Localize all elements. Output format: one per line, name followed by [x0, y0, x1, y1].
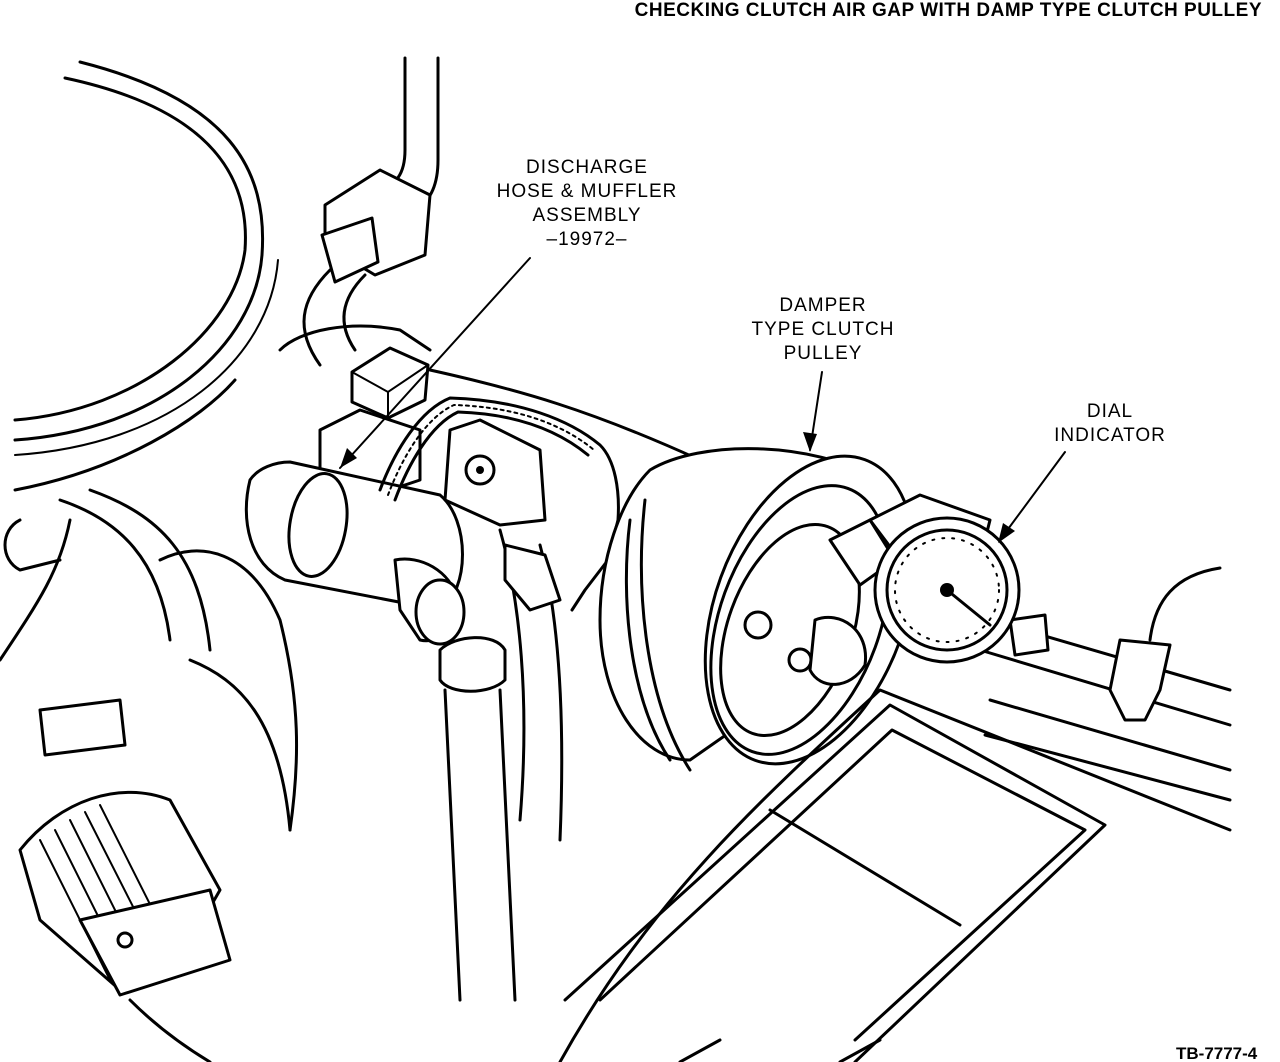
callout-leaders: [339, 257, 1066, 543]
callout-dial-line-1: DIAL: [1086, 401, 1134, 422]
arrowhead-damper-pulley: [803, 432, 817, 452]
callout-damper-line-1: DAMPER: [779, 295, 867, 316]
callout-dial-indicator: DIAL INDICATOR: [1030, 400, 1190, 448]
arrowhead-discharge-hose: [340, 448, 357, 468]
compressor-body: [428, 368, 702, 1002]
figure-reference: TB-7777-4: [1176, 1044, 1258, 1062]
mounting-bracket: [443, 418, 547, 527]
callout-discharge-hose: DISCHARGE HOSE & MUFFLER ASSEMBLY –19972…: [462, 156, 712, 252]
callout-discharge-line-1: DISCHARGE: [526, 157, 648, 178]
engine-cover: [558, 688, 1232, 1062]
figure-title: CHECKING CLUTCH AIR GAP WITH DAMP TYPE C…: [634, 0, 1262, 21]
callout-discharge-part-number: –19972–: [546, 229, 628, 250]
arrowhead-dial-indicator: [998, 523, 1015, 543]
dial-indicator-assembly: [828, 493, 1232, 802]
callout-dial-line-2: INDICATOR: [1054, 425, 1166, 446]
leader-discharge-hose: [339, 257, 531, 469]
lower-left-parts: [0, 488, 299, 1062]
callout-damper-pulley: DAMPER TYPE CLUTCH PULLEY: [728, 294, 918, 366]
callout-discharge-line-3: ASSEMBLY: [532, 205, 642, 226]
muffler-assembly: [244, 460, 466, 646]
leader-dial-indicator: [999, 451, 1066, 541]
callout-damper-line-3: PULLEY: [783, 343, 863, 364]
callout-discharge-line-2: HOSE & MUFFLER: [496, 181, 678, 202]
air-cleaner-housing: [13, 60, 279, 492]
callout-damper-line-2: TYPE CLUTCH: [751, 319, 895, 340]
upper-hose: [278, 56, 440, 367]
